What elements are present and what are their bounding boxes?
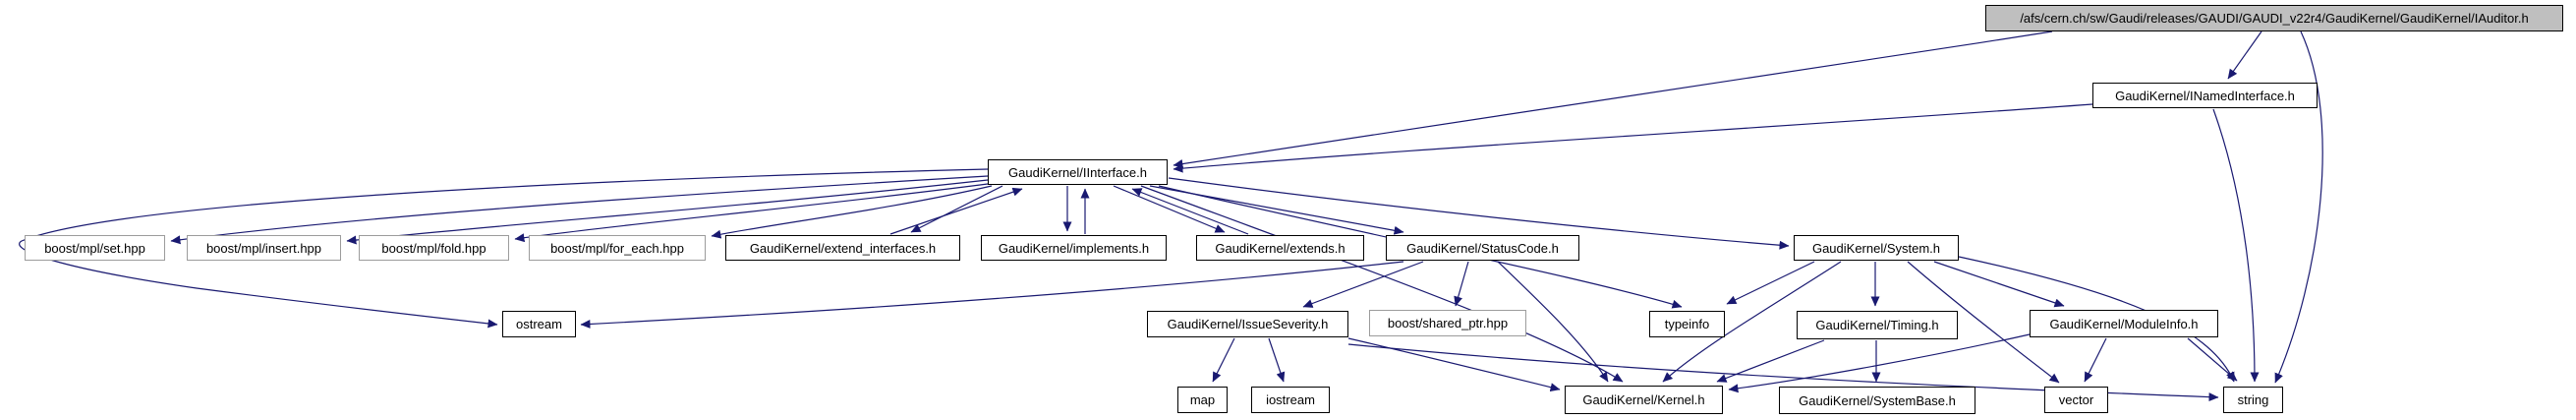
edge-issueseverity-iostream <box>1268 337 1286 383</box>
node-extends-h[interactable]: GaudiKernel/extends.h <box>1196 235 1364 261</box>
edge-statuscode-issueseverity <box>1302 261 1424 308</box>
node-issueseverity-h[interactable]: GaudiKernel/IssueSeverity.h <box>1147 311 1348 337</box>
edge-iinterface-mpl-set <box>170 175 989 245</box>
edge-statuscode-sharedptr <box>1454 261 1469 307</box>
edge-system-vector <box>1907 261 2060 384</box>
node-typeinfo: typeinfo <box>1649 311 1725 337</box>
edge-system-moduleinfo <box>1933 261 2065 308</box>
edge-timing-kernel <box>1716 339 1825 383</box>
edge-extends-iinterface <box>1131 188 1249 235</box>
edge-inamed-string <box>2212 108 2260 383</box>
edge-inamed-iinterface <box>1173 103 2093 173</box>
edge-iinterface-mpl-insert <box>346 179 989 245</box>
node-timing-h[interactable]: GaudiKernel/Timing.h <box>1797 311 1958 339</box>
node-boost-mpl-set-hpp: boost/mpl/set.hpp <box>25 235 165 261</box>
node-inamedinterface-h[interactable]: GaudiKernel/INamedInterface.h <box>2092 83 2318 108</box>
edge-extendinterfaces-iinterface <box>889 187 1023 235</box>
node-map: map <box>1177 387 1228 413</box>
edge-issueseverity-kernel <box>1347 337 1561 392</box>
edge-statuscode-kernel <box>1497 261 1609 383</box>
edge-moduleinfo-string <box>2187 337 2238 382</box>
edge-system-kernel <box>1662 261 1842 383</box>
node-systembase-h[interactable]: GaudiKernel/SystemBase.h <box>1779 387 1975 414</box>
node-string: string <box>2223 387 2283 413</box>
edge-system-typeinfo <box>1726 261 1815 305</box>
edge-iinterface-system <box>1168 177 1790 250</box>
node-boost-mpl-fold-hpp: boost/mpl/fold.hpp <box>359 235 509 261</box>
node-iostream: iostream <box>1251 387 1330 413</box>
node-iinterface-h[interactable]: GaudiKernel/IInterface.h <box>988 159 1168 185</box>
node-kernel-h[interactable]: GaudiKernel/Kernel.h <box>1565 386 1723 414</box>
edge-iinterface-extends <box>1113 185 1226 233</box>
edge-iinterface-kernel <box>1140 185 1624 383</box>
edge-moduleinfo-kernel <box>1728 333 2031 393</box>
edge-root-inamedinterface <box>2227 30 2262 80</box>
edge-root-iinterface <box>1173 30 2053 168</box>
edge-issueseverity-map <box>1212 337 1235 383</box>
edge-iinterface-extendinterfaces <box>910 185 1003 233</box>
edge-moduleinfo-vector <box>2084 337 2107 383</box>
node-statuscode-h[interactable]: GaudiKernel/StatusCode.h <box>1386 235 1579 261</box>
node-boost-mpl-insert-hpp: boost/mpl/insert.hpp <box>187 235 341 261</box>
edge-issueseverity-string <box>1347 343 2219 402</box>
node-vector: vector <box>2044 387 2108 413</box>
node-ostream: ostream <box>502 311 576 337</box>
edge-root-string <box>2274 30 2323 384</box>
node-boost-mpl-for-each-hpp: boost/mpl/for_each.hpp <box>529 235 706 261</box>
edge-iinterface-mpl-foreach <box>711 185 993 239</box>
edge-iinterface-mpl-fold <box>514 183 989 243</box>
node-boost-shared-ptr-hpp: boost/shared_ptr.hpp <box>1369 310 1526 336</box>
edge-statuscode-ostream <box>580 261 1404 329</box>
edge-iinterface-ostream <box>19 168 989 329</box>
node-implements-h[interactable]: GaudiKernel/implements.h <box>981 235 1167 261</box>
node-extend-interfaces-h[interactable]: GaudiKernel/extend_interfaces.h <box>725 235 960 261</box>
node-iauditor-h: /afs/cern.ch/sw/Gaudi/releases/GAUDI/GAU… <box>1985 5 2563 31</box>
node-moduleinfo-h[interactable]: GaudiKernel/ModuleInfo.h <box>2030 310 2218 337</box>
node-system-h[interactable]: GaudiKernel/System.h <box>1794 235 1959 261</box>
